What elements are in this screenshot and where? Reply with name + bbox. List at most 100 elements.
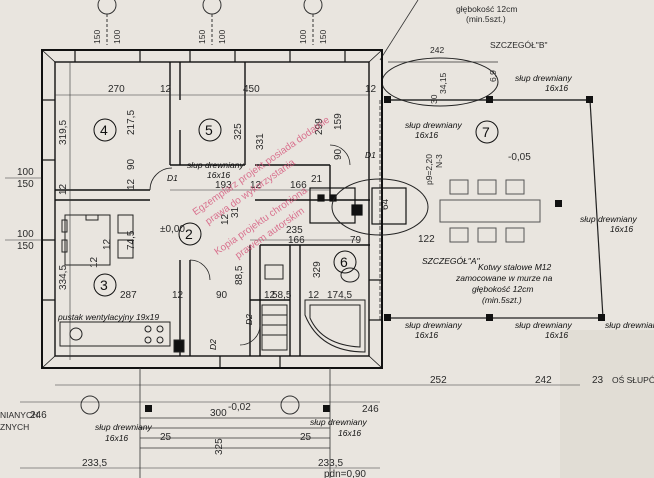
dim-79: 79 — [350, 235, 362, 246]
bottom-246b: 246 — [362, 404, 379, 415]
dim-90c: 90 — [216, 290, 228, 301]
bathroom-fixtures — [261, 264, 366, 353]
note-anchor-1: Kotwy stalowe M12 — [478, 262, 551, 272]
dim-64: 64 — [380, 198, 391, 210]
dim-270: 270 — [108, 84, 125, 95]
top-dim-c150: 150 — [318, 30, 328, 44]
post-size-4: 16x16 — [415, 330, 438, 340]
dim-74-5: 74,5 — [126, 230, 137, 250]
top-dim-b150: 150 — [197, 30, 207, 44]
dim-12f: 12 — [89, 256, 100, 268]
dim-217-5: 217,5 — [126, 110, 137, 135]
bottom-233-5a: 233,5 — [82, 458, 107, 469]
note-post-door: słup drewniany — [187, 160, 244, 170]
bottom-23: 23 — [592, 375, 604, 386]
bottom-242: 242 — [535, 375, 552, 386]
dim-287: 287 — [120, 290, 137, 301]
dim-31: 31 — [230, 206, 241, 218]
top-dim-a150: 150 — [92, 30, 102, 44]
dim-122: 122 — [418, 234, 435, 245]
dim-12b: 12 — [365, 84, 377, 95]
chimney — [309, 187, 407, 225]
post-label-4: słup drewniany — [405, 320, 462, 330]
post-size-3: 16x16 — [610, 224, 633, 234]
top-dim-a100: 100 — [112, 30, 122, 44]
windows — [42, 50, 382, 368]
terrace-table — [439, 179, 541, 243]
post-label-5: słup drewniany — [515, 320, 572, 330]
post-size-2: 16x16 — [415, 130, 438, 140]
door-d1-b: D1 — [365, 150, 376, 160]
top-dim-b100: 100 — [217, 30, 227, 44]
bottom-233-5b: 233,5 — [318, 458, 343, 469]
bottom-25a: 25 — [160, 432, 172, 443]
note-anchor-3: głębokość 12cm — [472, 284, 533, 294]
dim-left-150b: 150 — [17, 241, 34, 252]
dim-88-5: 88,5 — [234, 265, 245, 285]
detail-b-v3: 6,9 — [488, 70, 498, 82]
bottom-252: 252 — [430, 375, 447, 386]
bottom-25b: 25 — [300, 432, 312, 443]
exterior-walls — [41, 49, 383, 369]
dim-90a: 90 — [126, 158, 137, 170]
dim-left-100a: 100 — [17, 167, 34, 178]
bottom-246a: 246 — [30, 410, 47, 421]
note-anchor-2: zamocowane w murze na — [455, 273, 553, 283]
detail-b-label: SZCZEGÓŁ"B" — [490, 40, 548, 50]
post-size-1: 16x16 — [545, 83, 568, 93]
note-post-door-size: 16x16 — [207, 170, 230, 180]
bottom-left-2: ZNYCH — [0, 422, 29, 432]
room-3: 3 — [100, 277, 108, 293]
entrance-stairs — [139, 368, 331, 478]
note-vent: pustak wentylacyjny 19x19 — [57, 312, 159, 322]
level-zero: ±0,00 — [160, 224, 185, 235]
dim-329: 329 — [312, 261, 323, 278]
level-minus02: -0,02 — [228, 402, 251, 413]
dim-left-100b: 100 — [17, 229, 34, 240]
level-minus05: -0,05 — [508, 152, 531, 163]
post-label-6: słup drewniany — [605, 320, 654, 330]
detail-b-v1: 34,15 — [438, 72, 448, 94]
axis-markers-bottom — [80, 395, 300, 415]
top-note-line2: (min.5szt.) — [466, 14, 506, 24]
post-label-7: słup drewniany — [95, 422, 152, 432]
room-7: 7 — [482, 124, 490, 140]
dim-166b: 166 — [288, 235, 305, 246]
dim-2-20: p9=2,20 — [424, 154, 434, 185]
dim-12i: 12 — [172, 290, 184, 301]
top-note-line1: głębokość 12cm — [456, 4, 517, 14]
door-d2: D2 — [208, 339, 218, 350]
dim-319-5: 319,5 — [58, 120, 69, 145]
door-d1-a: D1 — [167, 173, 178, 183]
room-5: 5 — [205, 122, 213, 138]
room-number-circles — [93, 118, 499, 297]
door-d2-b: D2 — [244, 314, 254, 325]
label-n3: N-3 — [434, 154, 444, 168]
top-dim-c100: 100 — [298, 30, 308, 44]
dim-12k: 12 — [308, 290, 320, 301]
dim-12c: 12 — [126, 178, 137, 190]
dim-12e: 12 — [250, 180, 262, 191]
terrace-posts — [145, 96, 605, 412]
dim-12d: 12 — [58, 183, 69, 195]
detail-b-v2: 30 — [429, 94, 439, 104]
dim-299: 299 — [314, 118, 325, 135]
dim-90b: 90 — [333, 148, 344, 160]
dim-334-5: 334,5 — [58, 265, 69, 290]
post-label-8: słup drewniany — [310, 417, 367, 427]
dim-174-5: 174,5 — [327, 290, 352, 301]
dimension-lines — [5, 62, 580, 469]
dim-235: 235 — [286, 225, 303, 236]
dim-21: 21 — [311, 174, 323, 185]
dim-450: 450 — [243, 84, 260, 95]
detail-b-dim: 242 — [430, 45, 444, 55]
bottom-left-1: NIANYCH — [0, 410, 38, 420]
dim-12h: 12 — [220, 213, 231, 225]
dim-159: 159 — [333, 113, 344, 130]
post-size-8: 16x16 — [338, 428, 361, 438]
dim-58-5: 58,5 — [272, 290, 292, 301]
bottom-pdn: pdn=0,90 — [324, 469, 366, 478]
dim-166a: 166 — [290, 180, 307, 191]
detail-a-ellipse — [331, 178, 429, 236]
